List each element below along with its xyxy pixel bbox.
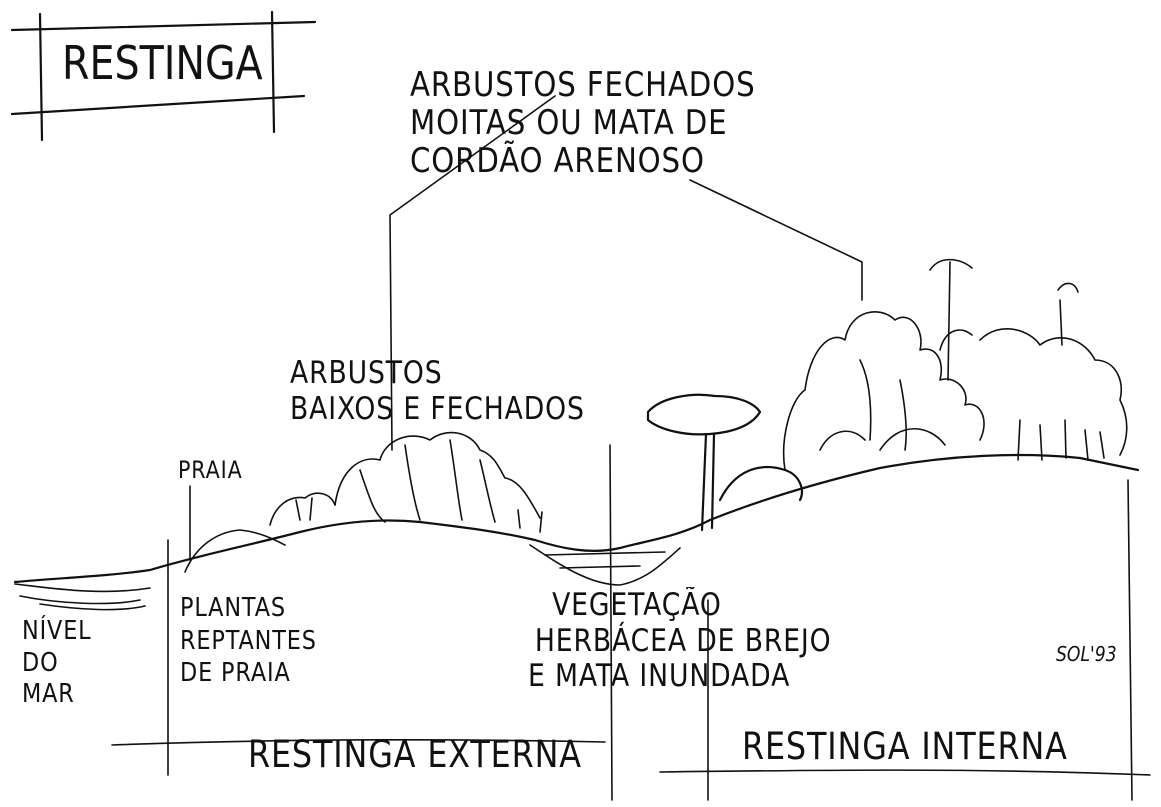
zone-dividers <box>111 444 1151 801</box>
sea-waves <box>14 583 151 611</box>
label-line: BAIXOS E FECHADOS <box>290 390 585 427</box>
label-line: CORDÃO ARENOSO <box>410 141 705 182</box>
label-restinga-interna: RESTINGA INTERNA <box>742 725 1068 768</box>
ground-profile <box>13 453 1140 584</box>
label-line: DO <box>22 647 59 678</box>
label-praia: PRAIA <box>178 456 243 484</box>
label-line: DE PRAIA <box>180 658 291 688</box>
label-nivel-do-mar: NÍVEL DO MAR <box>22 616 92 711</box>
brejo-pond <box>529 544 681 586</box>
label-line: REPTANTES <box>180 625 317 656</box>
mata-cordao-drawing <box>782 258 1128 471</box>
label-vegetacao: VEGETAÇÃO HERBÁCEA DE BREJO E MATA INUND… <box>528 587 832 695</box>
label-plantas-reptantes: PLANTAS REPTANTES DE PRAIA <box>180 592 317 690</box>
label-line: PLANTAS <box>180 593 286 623</box>
label-arbustos-fechados: ARBUSTOS FECHADOS MOITAS OU MATA DE CORD… <box>410 66 755 180</box>
artist-signature: Sol'93 <box>1056 642 1117 666</box>
label-line: MOITAS OU MATA DE <box>410 103 728 144</box>
arbustos-baixos-drawing <box>269 431 543 533</box>
label-restinga-externa: RESTINGA EXTERNA <box>248 733 582 776</box>
title-frame <box>10 10 317 142</box>
brejo-tree <box>646 393 803 532</box>
label-line: MAR <box>22 679 75 710</box>
label-line: VEGETAÇÃO <box>552 587 722 623</box>
label-arbustos-baixos: ARBUSTOS BAIXOS E FECHADOS <box>290 355 585 427</box>
praia-mound <box>184 529 286 573</box>
label-line: ARBUSTOS <box>290 355 443 391</box>
label-line: HERBÁCEA DE BREJO <box>534 622 832 659</box>
leader-lines <box>189 95 863 561</box>
label-line: ARBUSTOS FECHADOS <box>410 65 756 105</box>
label-line: NÍVEL <box>22 616 92 646</box>
label-line: E MATA INUNDADA <box>528 658 791 695</box>
page-title: RESTINGA <box>62 36 263 90</box>
